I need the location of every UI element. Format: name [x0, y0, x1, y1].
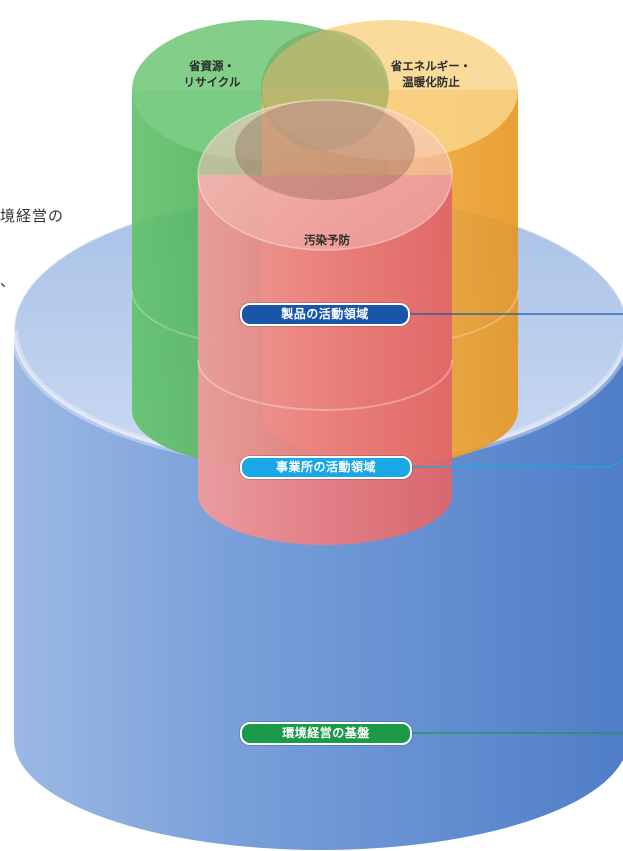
- energy-label-line1: 省エネルギー・: [390, 59, 472, 73]
- resource-label: 省資源・ リサイクル: [162, 58, 262, 90]
- resource-label-line1: 省資源・: [189, 59, 235, 73]
- product-activity-pill: 製品の活動領域: [240, 303, 410, 326]
- clipped-text-line2: 、: [0, 272, 17, 290]
- foundation-pill: 環境経営の基盤: [240, 722, 412, 745]
- clipped-text-line1: 境経営の: [0, 207, 65, 225]
- energy-label-line2: 温暖化防止: [402, 75, 460, 89]
- resource-label-line2: リサイクル: [183, 75, 241, 89]
- site-activity-pill: 事業所の活動領域: [240, 456, 412, 479]
- pollution-cylinder: [197, 99, 453, 545]
- site-leader-line: [410, 459, 623, 468]
- energy-label: 省エネルギー・ 温暖化防止: [376, 58, 486, 90]
- pollution-label: 汚染予防: [304, 233, 350, 247]
